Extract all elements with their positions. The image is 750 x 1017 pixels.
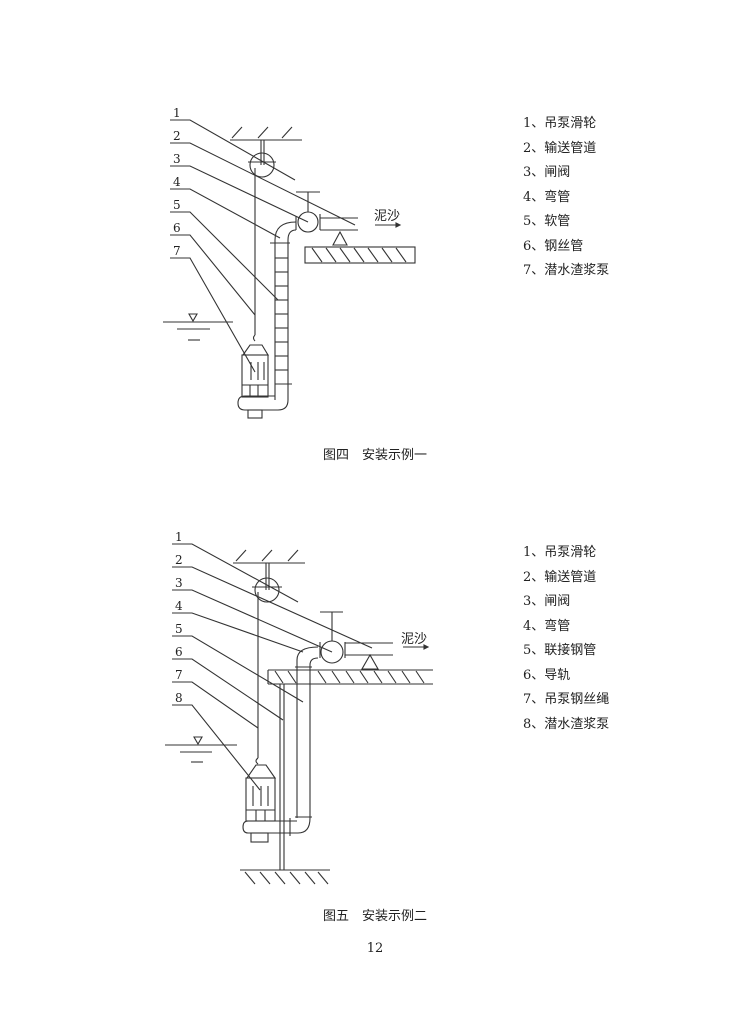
legend-item: 1、吊泵滑轮 [523,116,597,131]
figure1-callout-2: 2 [173,129,181,143]
figure2-callout-2: 2 [175,553,183,567]
figure1-callout-7: 7 [173,244,181,258]
figure1-callout-3: 3 [173,152,181,166]
legend-item: 4、弯管 [523,618,571,634]
figure2-callout-7: 7 [175,668,183,682]
figure2-callout-5: 5 [175,622,183,636]
figure2-callout-3: 3 [175,576,183,590]
legend-item: 3、闸阀 [523,165,571,180]
legend-item: 5、联接钢管 [523,643,597,658]
page-number: 12 [366,941,384,956]
figure1-callout-5: 5 [173,198,181,212]
legend-item: 4、弯管 [523,189,571,205]
legend-item: 7、潜水渣浆泵 [523,263,610,278]
figure1-callout-1: 1 [173,106,181,120]
figure2-drawing [165,543,433,885]
legend-item: 6、导轨 [523,667,571,683]
figure2-callout-4: 4 [175,599,183,613]
figure2-caption: 图五 安装示例二 [322,909,427,924]
figure1-flow-label: 泥沙 [374,209,401,224]
figure2-callout-6: 6 [175,645,183,659]
figure2-legend: 1、吊泵滑轮 2、输送管道 3、闸阀 4、弯管 5、联接钢管 6、导轨 7、吊泵… [523,541,609,737]
figure2-callout-8: 8 [175,691,183,705]
figure1-caption: 图四 安装示例一 [322,448,427,463]
legend-item: 3、闸阀 [523,594,571,609]
legend-item: 2、输送管道 [523,140,597,156]
figure1-legend: 1、吊泵滑轮 2、输送管道 3、闸阀 4、弯管 5、软管 6、钢丝管 7、潜水渣… [523,112,609,284]
figure2-callout-1: 1 [175,530,183,544]
legend-item: 2、输送管道 [523,569,597,585]
legend-item: 5、软管 [523,214,571,229]
figure1-drawing [163,119,416,419]
legend-item: 1、吊泵滑轮 [523,545,597,560]
legend-item: 6、钢丝管 [523,238,584,254]
figure1-callout-6: 6 [173,221,181,235]
figure1-callout-4: 4 [173,175,181,189]
figure2-flow-label: 泥沙 [401,632,428,647]
legend-item: 7、吊泵钢丝绳 [523,692,610,707]
legend-item: 8、潜水渣浆泵 [523,716,610,732]
